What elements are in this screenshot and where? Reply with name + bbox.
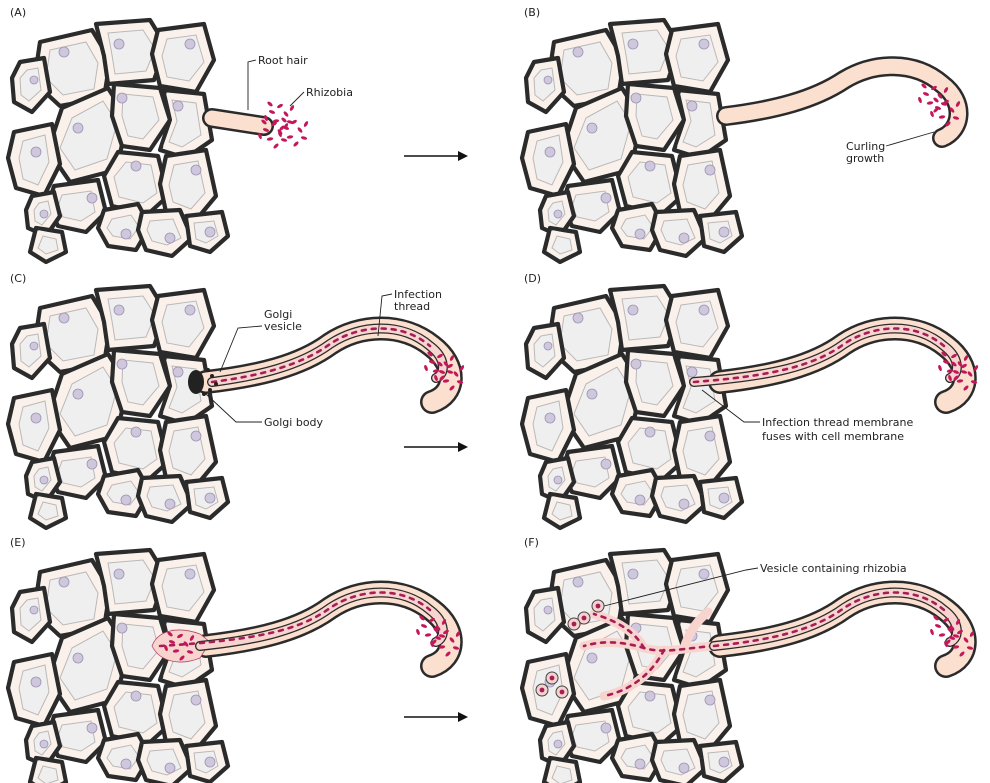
leader-golgi-body <box>206 394 262 422</box>
arrow-e-to-f <box>404 712 468 722</box>
panel-label-d: (D) <box>524 272 541 285</box>
cell-cluster <box>522 286 742 528</box>
label-vesicle: vesicle <box>264 320 302 333</box>
panel-c: (C) Golgi vesicle Golgi body Infection t… <box>8 272 465 528</box>
panel-d: (D) Infection thread membrane fuses with… <box>522 272 979 528</box>
label-fusion-line2: fuses with cell membrane <box>762 430 904 443</box>
panel-e: (E) <box>8 536 461 783</box>
label-fusion-line1: Infection thread membrane <box>762 416 913 429</box>
label-golgi-body: Golgi body <box>264 416 324 429</box>
panel-b: (B) Curling growth <box>522 6 961 262</box>
label-growth: growth <box>846 152 884 165</box>
arrow-a-to-b <box>404 151 468 161</box>
label-rhizobia: Rhizobia <box>306 86 353 99</box>
cell-cluster <box>8 286 228 528</box>
panel-label-e: (E) <box>10 536 26 549</box>
cell-cluster <box>522 20 742 262</box>
cell-cluster <box>8 20 228 262</box>
leader-rhizobia <box>290 92 304 106</box>
arrow-c-to-d <box>404 442 468 452</box>
leader-curling <box>886 132 934 146</box>
panel-f: (F) Vesicle containin <box>522 536 975 783</box>
panel-label-c: (C) <box>10 272 26 285</box>
panel-a: (A) Root hair Rhizobia <box>8 6 353 262</box>
label-vesicle-containing-rhizobia: Vesicle containing rhizobia <box>760 562 907 575</box>
label-thread: thread <box>394 300 430 313</box>
panel-label-a: (A) <box>10 6 26 19</box>
panel-label-b: (B) <box>524 6 540 19</box>
label-root-hair: Root hair <box>258 54 308 67</box>
panel-label-f: (F) <box>524 536 539 549</box>
cell-cluster <box>522 550 742 783</box>
cell-cluster <box>8 550 228 783</box>
leader-root-hair <box>248 60 256 110</box>
